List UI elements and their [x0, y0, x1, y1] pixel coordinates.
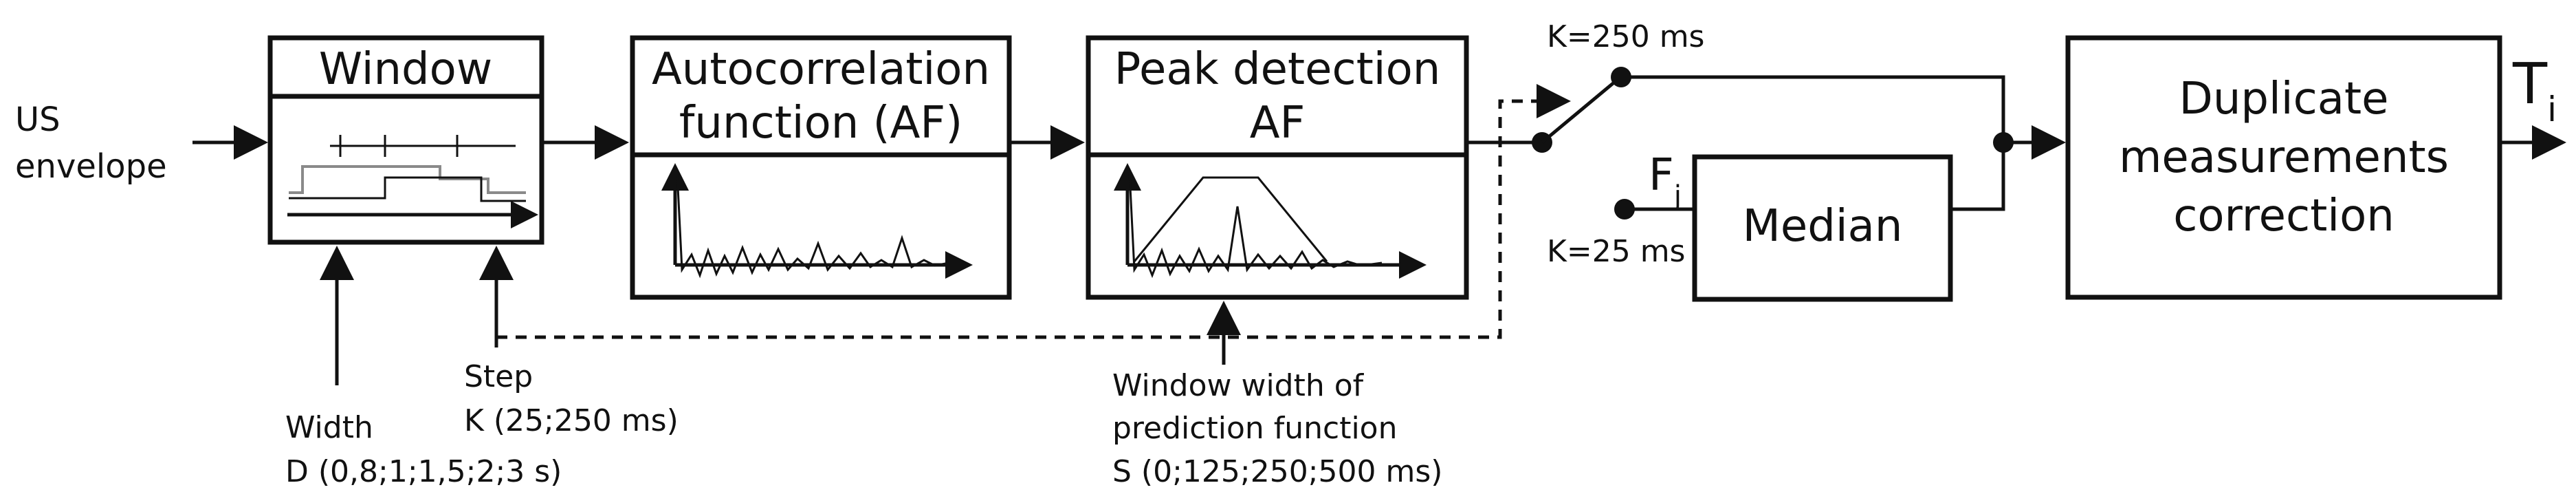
- k-switch: [1532, 67, 1635, 220]
- peak-mini-plot: [1114, 163, 1427, 279]
- switch-label-lower: K=25 ms: [1547, 234, 1685, 269]
- af-title-line1: Autocorrelation: [652, 44, 990, 95]
- median-output-line: [1950, 142, 2005, 211]
- window-block: Window: [267, 35, 544, 245]
- median-block: Median: [1692, 154, 1953, 302]
- upper-path-line: [1621, 75, 2005, 142]
- step-label: Step: [464, 359, 533, 394]
- input-label-envelope: envelope: [15, 147, 167, 186]
- switch-lever: [1541, 80, 1617, 144]
- window-mini-plot: [287, 135, 538, 228]
- duplicate-correction-block: Duplicate measurements correction: [2065, 35, 2502, 300]
- window-width-values: S (0;125;250;500 ms): [1112, 454, 1442, 489]
- width-values: D (0,8;1;1,5;2;3 s): [285, 454, 562, 489]
- peak-detection-block: Peak detection AF: [1086, 35, 1469, 300]
- window-width-label-line2: prediction function: [1112, 411, 1397, 446]
- autocorrelation-block: Autocorrelation function (AF): [630, 35, 1012, 300]
- duplicate-title-line1: Duplicate: [2179, 74, 2389, 125]
- peak-title-line2: AF: [1250, 98, 1306, 149]
- peak-title-line1: Peak detection: [1114, 44, 1441, 95]
- f-signal-label: Fj: [1649, 150, 1682, 212]
- window-width-label-line1: Window width of: [1112, 368, 1365, 403]
- step-control-dashed-line: [496, 84, 1571, 339]
- window-title: Window: [319, 44, 492, 95]
- width-label: Width: [285, 410, 373, 445]
- af-mini-plot: [661, 163, 973, 279]
- step-values: K (25;250 ms): [464, 403, 679, 438]
- duplicate-title-line2: measurements: [2119, 132, 2449, 183]
- t-output-label: Ti: [2512, 52, 2557, 129]
- duplicate-title-line3: correction: [2173, 191, 2395, 242]
- median-title: Median: [1743, 201, 1903, 252]
- af-title-line2: function (AF): [679, 98, 962, 149]
- switch-label-upper: K=250 ms: [1547, 19, 1704, 54]
- input-label-us: US: [15, 100, 60, 139]
